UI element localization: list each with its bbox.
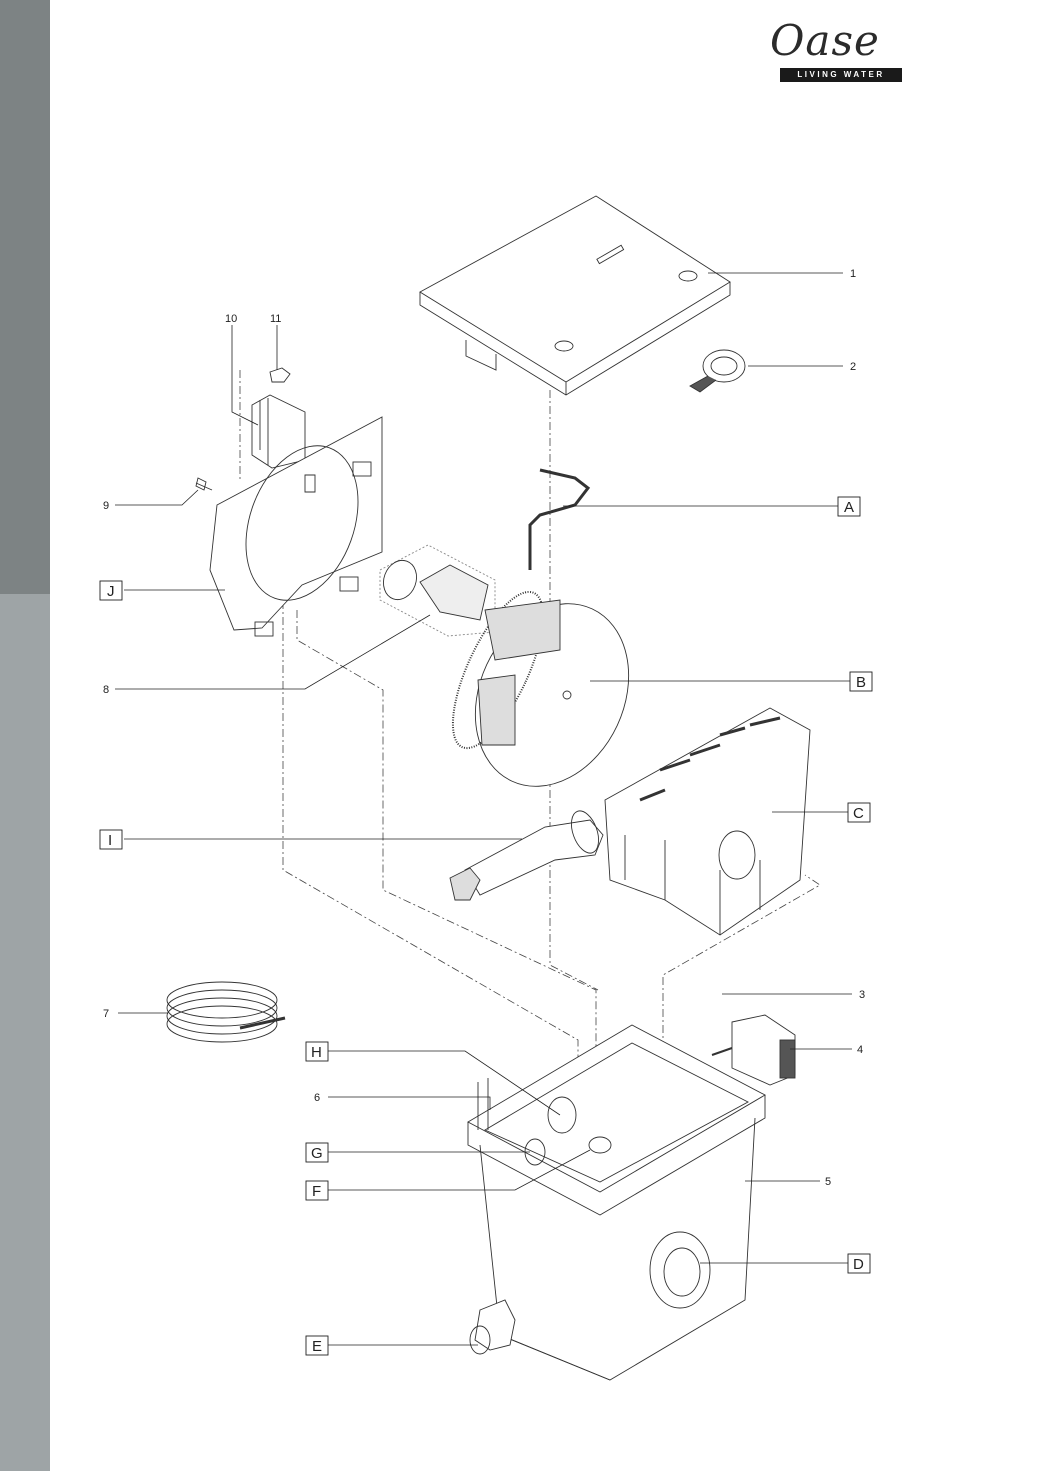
coupling-part bbox=[379, 544, 496, 637]
control-module-part bbox=[711, 1014, 796, 1086]
logo-tagline: LIVING WATER bbox=[780, 68, 902, 82]
pipe-part bbox=[528, 468, 591, 570]
callout-I: I bbox=[108, 832, 112, 849]
logo-wordmark: Oase bbox=[770, 16, 880, 65]
callout-J: J bbox=[107, 583, 115, 600]
callout-E: E bbox=[312, 1338, 322, 1355]
label-boxes bbox=[99, 496, 873, 1356]
sidebar-dark-band bbox=[0, 0, 50, 594]
callout-10: 10 bbox=[225, 313, 237, 325]
callout-5: 5 bbox=[825, 1176, 831, 1188]
callout-B: B bbox=[856, 674, 866, 691]
callout-9: 9 bbox=[103, 500, 109, 512]
callout-1: 1 bbox=[850, 268, 856, 280]
tape-roll-part bbox=[689, 349, 746, 393]
main-housing-part bbox=[467, 1024, 766, 1381]
uvc-clarifier-part bbox=[449, 810, 604, 901]
callout-8: 8 bbox=[103, 684, 109, 696]
sidebar-light-band bbox=[0, 594, 50, 1471]
lid-part bbox=[419, 195, 731, 396]
pump-module-part bbox=[251, 367, 306, 469]
leader-lines bbox=[115, 272, 852, 1346]
callout-F: F bbox=[312, 1183, 321, 1200]
callout-D: D bbox=[853, 1256, 864, 1273]
callout-G: G bbox=[311, 1145, 323, 1162]
mounting-plate-part bbox=[209, 416, 383, 637]
callout-A: A bbox=[844, 499, 854, 516]
callout-6: 6 bbox=[314, 1092, 320, 1104]
callout-H: H bbox=[311, 1044, 322, 1061]
oase-logo: Oase LIVING WATER bbox=[770, 18, 910, 84]
valve-part bbox=[469, 1299, 516, 1355]
chamber-insert-part bbox=[604, 707, 811, 936]
callout-3: 3 bbox=[859, 989, 865, 1001]
callout-4: 4 bbox=[857, 1044, 863, 1056]
callout-2: 2 bbox=[850, 361, 856, 373]
screw-part bbox=[195, 477, 213, 491]
drum-filter-part bbox=[451, 590, 630, 787]
callout-C: C bbox=[853, 805, 864, 822]
callout-11: 11 bbox=[270, 313, 281, 325]
callout-7: 7 bbox=[103, 1008, 109, 1020]
hose-coil-part bbox=[166, 981, 286, 1043]
